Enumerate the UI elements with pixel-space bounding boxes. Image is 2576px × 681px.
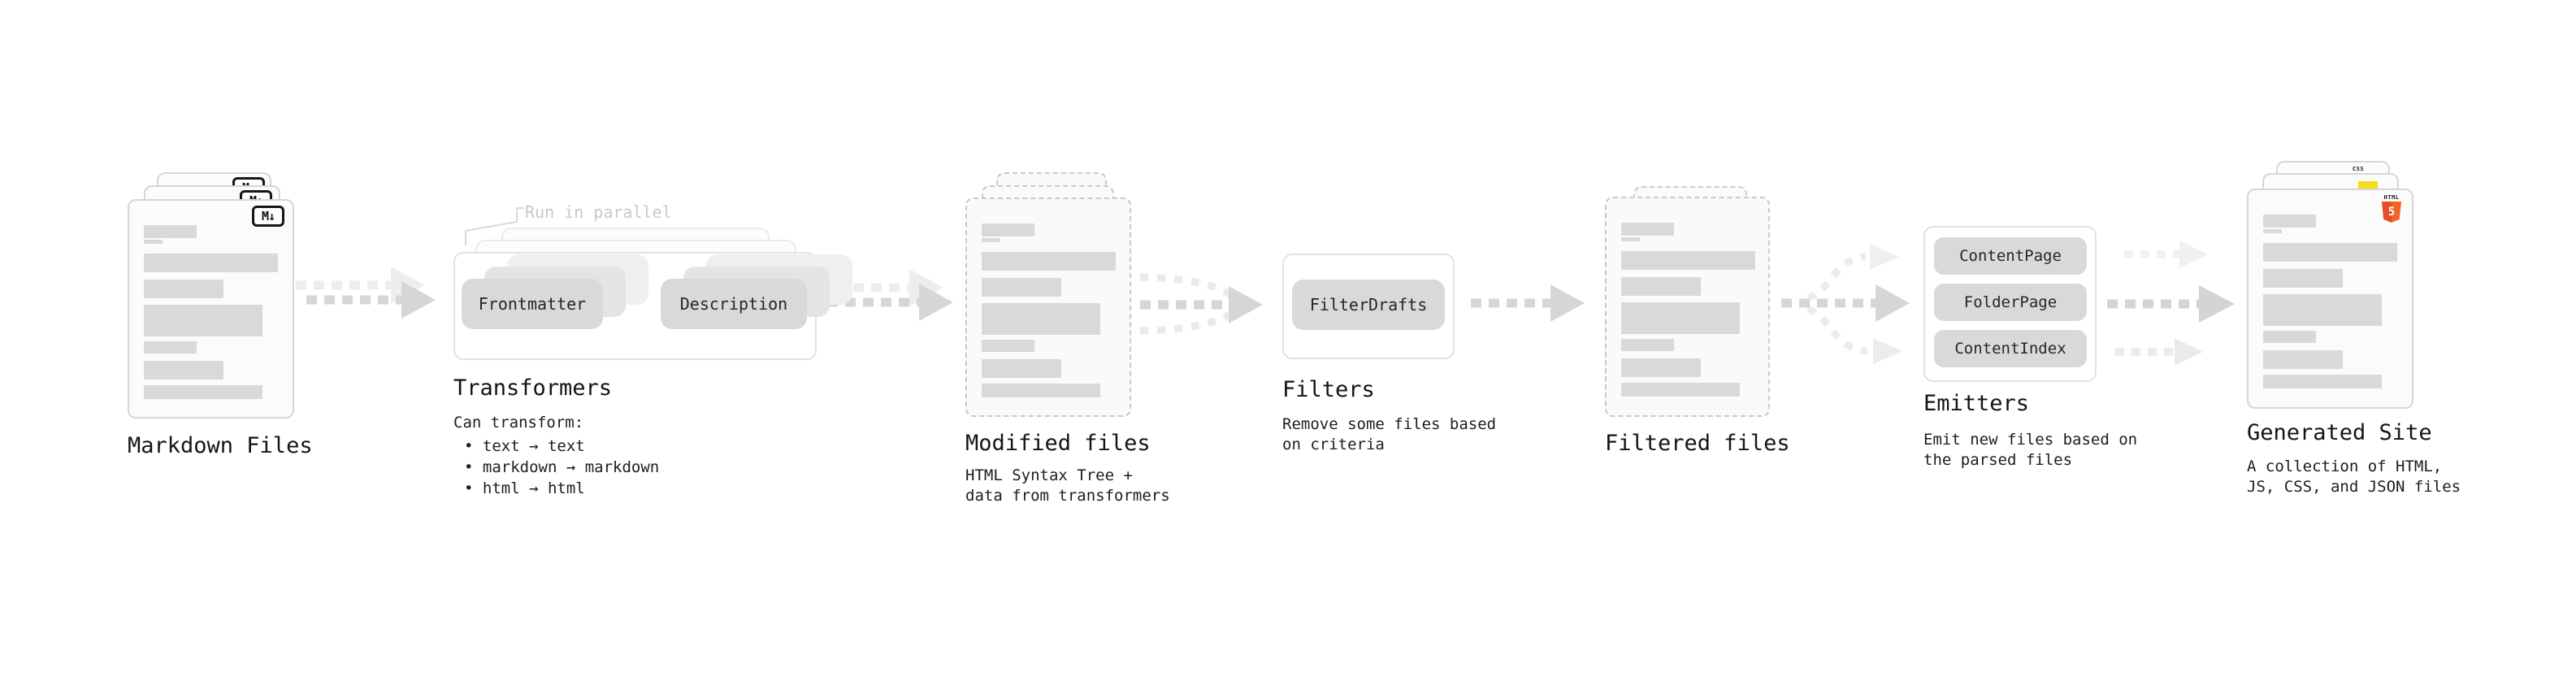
desc-line: data from transformers <box>965 487 1170 505</box>
placeholder-bar <box>2263 331 2316 343</box>
contentindex-pill: ContentIndex <box>1934 330 2087 367</box>
placeholder-bar <box>1621 358 1701 377</box>
node-generated-site: CSS HTML 5 Generated Site A collection o… <box>2247 161 2461 502</box>
placeholder-bar <box>144 225 197 238</box>
filters-title: Filters <box>1282 377 1375 402</box>
filters-desc: Remove some files based on criteria <box>1282 414 1496 455</box>
desc-line: the parsed files <box>1923 451 2073 469</box>
transformers-capability-item: • markdown → markdown <box>464 458 660 476</box>
markdown-file-card: M↓ <box>128 199 294 419</box>
placeholder-bar <box>144 385 262 399</box>
node-transformers: Frontmatter Description Transformers Can… <box>453 228 852 520</box>
placeholder-bar <box>982 340 1034 352</box>
placeholder-bar <box>144 305 262 336</box>
placeholder-bar <box>1621 383 1740 397</box>
placeholder-bar <box>144 280 223 298</box>
html5-logo-word: HTML <box>2383 194 2400 201</box>
placeholder-bar <box>982 359 1061 378</box>
modified-files-desc: HTML Syntax Tree + data from transformer… <box>965 466 1170 506</box>
transformers-desc-heading: Can transform: <box>453 414 584 432</box>
transformers-capability-item: • text → text <box>464 437 585 455</box>
node-filters: FilterDrafts Filters Remove some files b… <box>1282 254 1496 481</box>
file-content-placeholder <box>1621 223 1755 397</box>
placeholder-bar <box>2263 294 2382 326</box>
placeholder-bar <box>1621 339 1674 351</box>
filtered-file-card <box>1605 197 1770 417</box>
emitters-title: Emitters <box>1923 391 2030 416</box>
desc-line: HTML Syntax Tree + <box>965 466 1133 484</box>
markdown-files-label: Markdown Files <box>128 433 313 458</box>
frontmatter-pill: Frontmatter <box>462 279 603 329</box>
node-emitters: ContentPage FolderPage ContentIndex Emit… <box>1923 226 2137 486</box>
transformers-capabilities-list: • text → text • markdown → markdown • ht… <box>453 436 659 499</box>
placeholder-bar <box>2263 215 2316 228</box>
placeholder-bar <box>2263 243 2397 262</box>
file-content-placeholder <box>144 225 278 399</box>
transformers-capability-item: • html → html <box>464 479 585 497</box>
filterdrafts-pill: FilterDrafts <box>1292 280 1445 330</box>
folderpage-pill: FolderPage <box>1934 284 2087 321</box>
arrow-filters-to-filtered <box>1471 284 1585 322</box>
description-pill: Description <box>661 279 807 329</box>
placeholder-bar <box>1621 251 1755 270</box>
placeholder-bar <box>144 254 278 272</box>
file-content-placeholder <box>2263 215 2397 388</box>
desc-line: A collection of HTML, <box>2247 458 2443 475</box>
desc-line: on criteria <box>1282 436 1385 453</box>
placeholder-bar <box>2263 350 2343 369</box>
placeholder-bar <box>982 303 1100 335</box>
placeholder-bar <box>982 238 1000 242</box>
placeholder-bar <box>1621 237 1640 241</box>
placeholder-bar <box>982 384 1100 397</box>
markdown-icon: M↓ <box>252 206 284 227</box>
placeholder-bar <box>2263 269 2343 288</box>
generated-site-desc: A collection of HTML, JS, CSS, and JSON … <box>2247 457 2461 497</box>
placeholder-bar <box>144 341 197 354</box>
node-modified-files: Modified files HTML Syntax Tree + data f… <box>965 172 1177 514</box>
generated-site-label: Generated Site <box>2247 420 2432 445</box>
placeholder-bar <box>2263 229 2282 233</box>
arrow-emitters-to-generated-bottom <box>2115 338 2203 366</box>
desc-line: JS, CSS, and JSON files <box>2247 478 2461 496</box>
html5-logo-icon: HTML 5 <box>2381 194 2402 223</box>
run-in-parallel-note: Run in parallel <box>525 202 672 222</box>
placeholder-bar <box>982 223 1034 236</box>
transformers-title: Transformers <box>453 375 613 401</box>
arrow-emitters-to-generated-top <box>2124 241 2208 268</box>
modified-file-card <box>965 197 1131 417</box>
css-logo-word: CSS <box>2352 166 2365 172</box>
desc-line: Emit new files based on <box>1923 431 2138 449</box>
node-markdown-files: M↓ M↓ M↓ Markdown Files <box>128 172 339 481</box>
arrow-emitters-to-generated-middle <box>2107 285 2235 323</box>
placeholder-bar <box>982 278 1061 297</box>
modified-files-label: Modified files <box>965 431 1151 456</box>
contentpage-pill: ContentPage <box>1934 237 2087 275</box>
generated-file-card: HTML 5 <box>2247 189 2413 409</box>
placeholder-bar <box>144 240 163 244</box>
html5-logo-shield: 5 <box>2382 202 2401 223</box>
placeholder-bar <box>1621 223 1674 236</box>
placeholder-bar <box>1621 277 1701 296</box>
file-content-placeholder <box>982 223 1116 397</box>
placeholder-bar <box>982 252 1116 271</box>
node-filtered-files: Filtered files <box>1605 186 1808 495</box>
emitters-desc: Emit new files based on the parsed files <box>1923 430 2137 471</box>
placeholder-bar <box>144 361 223 380</box>
placeholder-bar <box>2263 375 2382 388</box>
filtered-files-label: Filtered files <box>1605 431 1790 456</box>
placeholder-bar <box>1621 302 1740 334</box>
desc-line: Remove some files based <box>1282 415 1497 433</box>
